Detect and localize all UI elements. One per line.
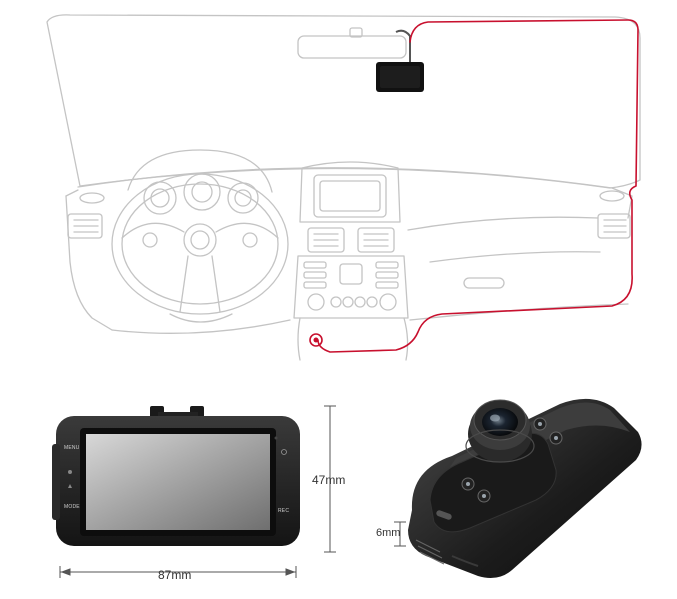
glovebox-handle xyxy=(463,277,505,289)
center-display xyxy=(313,174,387,218)
dashboard-top xyxy=(77,167,633,219)
thickness-dimension-label: 6mm xyxy=(376,527,401,539)
mounted-dashcam xyxy=(376,29,424,92)
mode-button-label: MODE xyxy=(64,504,80,510)
gauge-center xyxy=(183,173,221,211)
radio-panel xyxy=(293,255,409,319)
center-vent-left xyxy=(307,227,345,253)
dimension-thickness xyxy=(394,521,406,547)
width-dimension-label: 87mm xyxy=(158,568,192,582)
instrument-hood xyxy=(127,149,273,193)
menu-button-label: MENU xyxy=(64,445,80,451)
dashcam-lens-view xyxy=(408,398,642,578)
dashcam-screen xyxy=(86,434,270,530)
right-speaker xyxy=(599,190,625,202)
right-air-vent xyxy=(597,213,631,239)
steering-wheel-hub xyxy=(183,223,217,257)
dimension-width xyxy=(59,566,297,578)
windshield-outline xyxy=(46,14,641,189)
height-dimension-label: 47mm xyxy=(312,473,346,487)
rearview-mirror xyxy=(297,27,407,59)
power-socket xyxy=(309,333,323,347)
center-console xyxy=(299,161,401,223)
power-cable xyxy=(317,19,639,353)
left-air-vent xyxy=(67,213,103,239)
rec-button-label: REC xyxy=(278,508,290,514)
left-speaker xyxy=(79,192,105,204)
car-dashboard-outline xyxy=(46,14,641,361)
dashcam-front-view xyxy=(52,406,300,546)
dimension-height xyxy=(324,405,336,553)
steering-wheel-rim xyxy=(111,173,289,315)
center-vent-right xyxy=(357,227,395,253)
camera-lens xyxy=(482,408,518,436)
gauge-right xyxy=(227,182,259,214)
